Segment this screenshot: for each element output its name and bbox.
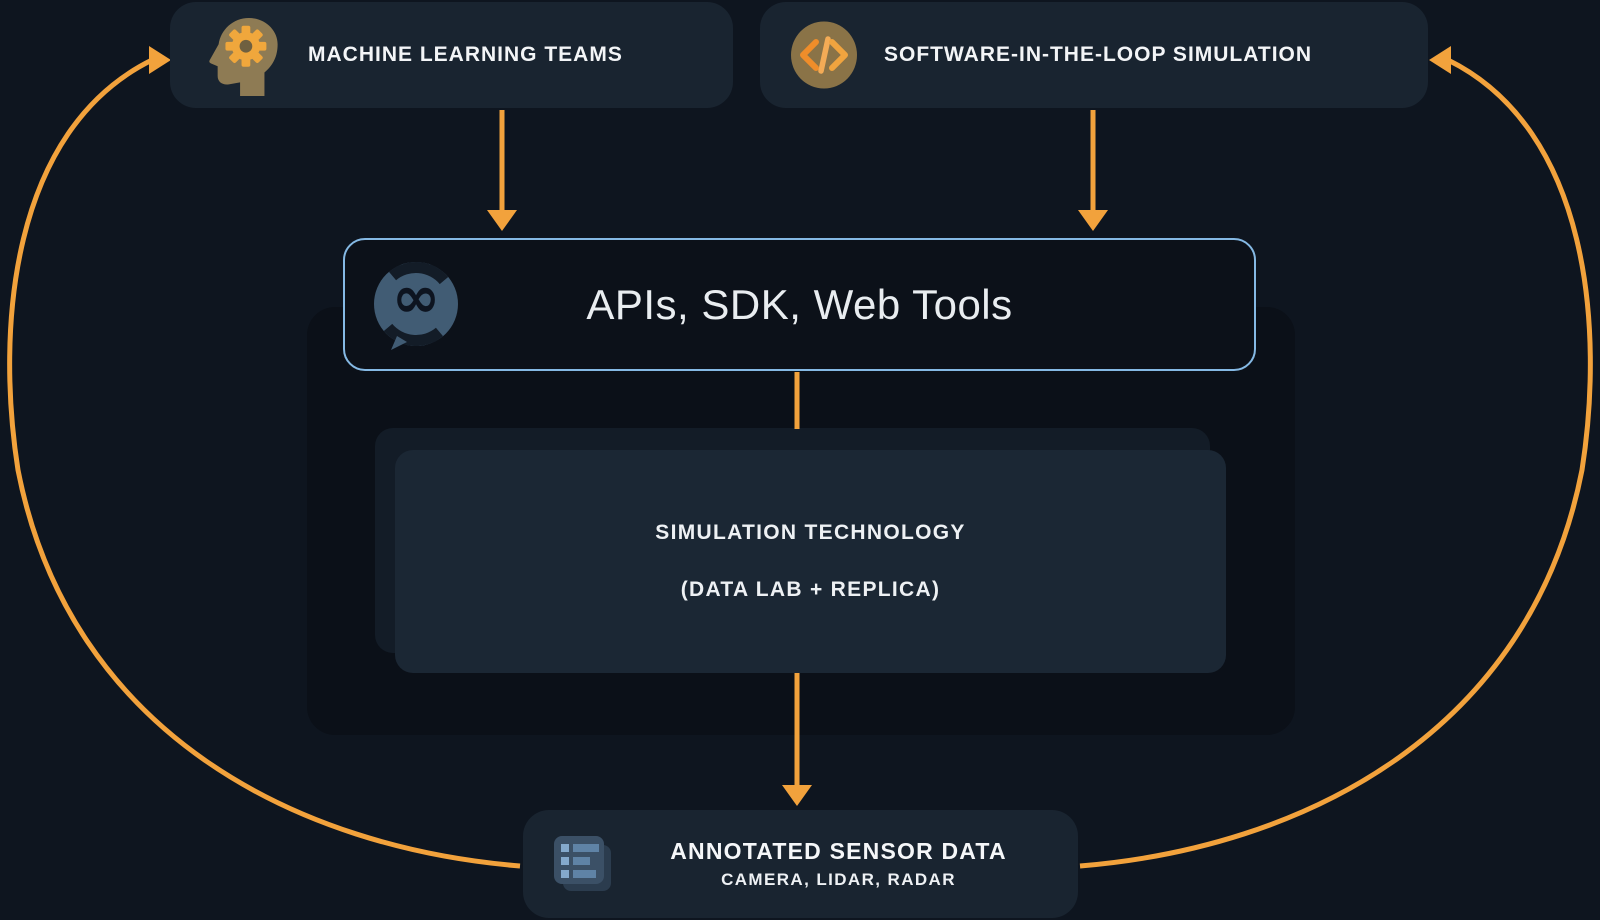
ml-teams-label: MACHINE LEARNING TEAMS [308,43,623,66]
sensor-data-subtitle: CAMERA, LIDAR, RADAR [721,870,956,889]
sil-label: SOFTWARE-IN-THE-LOOP SIMULATION [884,43,1313,66]
arrowhead-into-ml [149,46,171,74]
node-simulation-technology: SIMULATION TECHNOLOGY (DATA LAB + REPLIC… [395,450,1226,673]
arrowhead-simtech-to-sensor [782,785,812,806]
sensor-data-title: ANNOTATED SENSOR DATA [670,838,1007,864]
node-apis-sdk-web-tools: ∞ APIs, SDK, Web Tools [343,238,1256,371]
apis-label: APIs, SDK, Web Tools [586,280,1013,328]
arrowhead-sil-to-apis [1078,210,1108,231]
machine-learning-head-gear-icon [204,14,282,96]
sim-tech-line1: SIMULATION TECHNOLOGY [655,521,966,544]
arrowhead-into-sil [1429,46,1451,74]
curve-sensor-to-sil [1079,57,1593,869]
annotated-sensor-data-icon [549,831,615,897]
sim-tech-line2: (DATA LAB + REPLICA) [680,578,941,601]
curve-sensor-to-ml [7,57,521,869]
node-machine-learning-teams: MACHINE LEARNING TEAMS [170,2,733,108]
node-annotated-sensor-data: ANNOTATED SENSOR DATA CAMERA, LIDAR, RAD… [523,810,1078,918]
pd-logo: ∞ [371,260,461,350]
arrowhead-ml-to-apis [487,210,517,231]
code-icon [790,21,858,89]
svg-text:∞: ∞ [392,263,440,331]
node-sil-simulation: SOFTWARE-IN-THE-LOOP SIMULATION [760,2,1428,108]
